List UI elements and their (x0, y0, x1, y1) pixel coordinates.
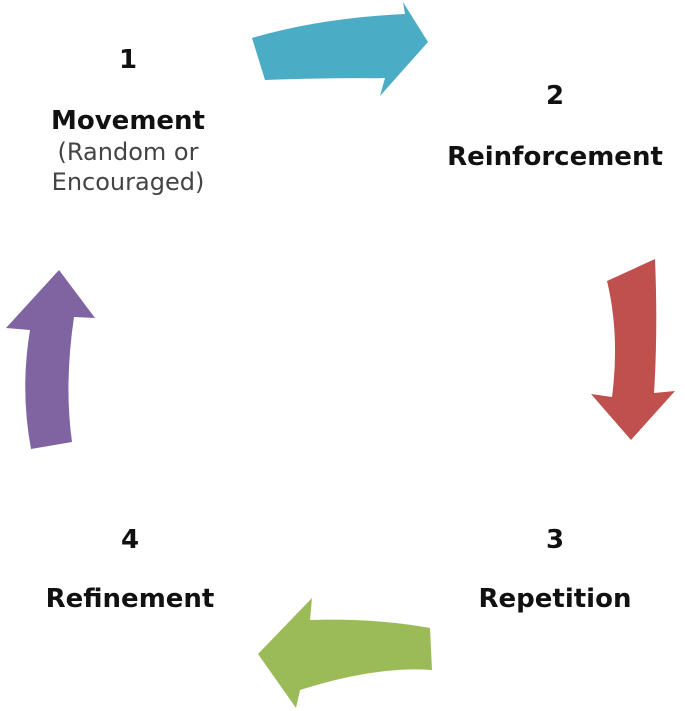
step-number: 3 (545, 525, 565, 555)
step-movement: 1 Movement (Random or Encouraged) (28, 44, 228, 197)
arrow-4-to-1 (6, 270, 95, 449)
step-number: 2 (545, 81, 565, 111)
step-subtitle: Encouraged) (51, 168, 205, 196)
step-number: 1 (118, 45, 138, 75)
step-refinement: 4 Refinement (20, 524, 240, 615)
arrow-3-to-4 (258, 598, 432, 708)
step-title: Reinforcement (447, 141, 663, 172)
step-title: Movement (51, 105, 205, 136)
step-number: 4 (120, 525, 140, 555)
arrow-1-to-2 (252, 2, 428, 96)
arrow-2-to-3 (591, 259, 675, 440)
step-title: Repetition (478, 583, 632, 614)
step-reinforcement: 2 Reinforcement (420, 80, 685, 173)
step-subtitle: (Random or (57, 138, 199, 166)
step-title: Refinement (45, 583, 215, 614)
step-repetition: 3 Repetition (440, 524, 670, 615)
